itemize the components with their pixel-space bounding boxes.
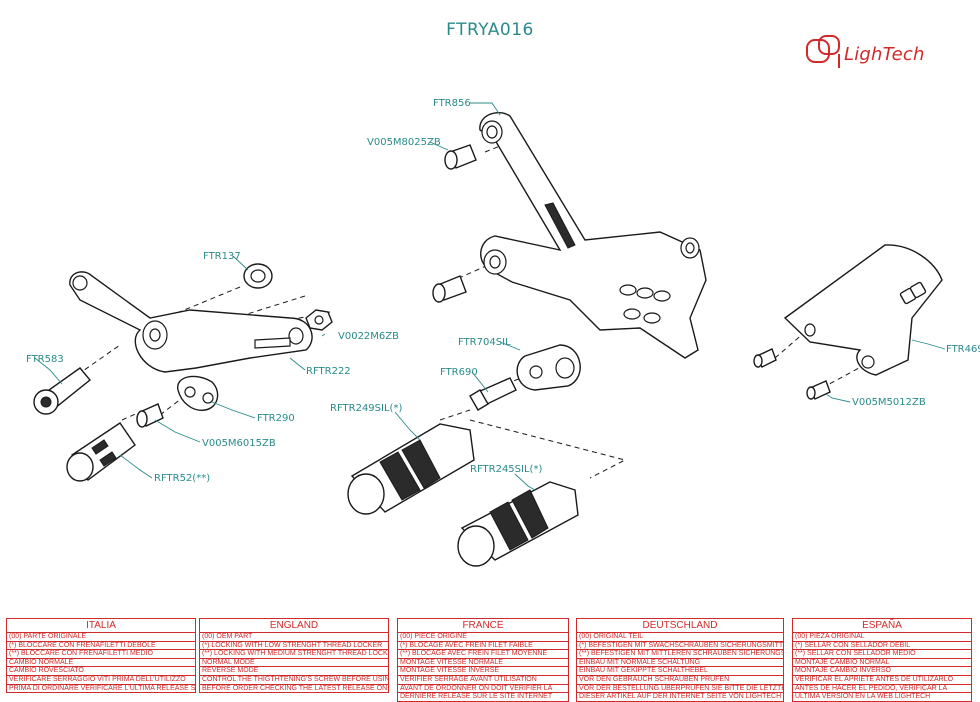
exploded-view: FTR856 V005M8025ZB FTR137 V0022M6ZB FTR5… <box>26 98 980 567</box>
rftr52-footpeg <box>66 422 136 482</box>
label-ftr469: FTR469 <box>946 344 980 355</box>
label-v005m8025zb: V005M8025ZB <box>367 137 441 148</box>
legend-row: CONTROL THE THIGTHTENING'S SCREW BEFORE … <box>199 675 389 685</box>
rftr222-lever <box>69 271 313 373</box>
legend-row: (*) BEFESTIGEN MIT SWACHSCHRAUBEN SICHER… <box>576 641 784 651</box>
v005m5012zb-screw-lower <box>806 380 831 400</box>
legend-row: REVERSE MODE <box>199 667 389 676</box>
label-v005m5012zb: V005M5012ZB <box>852 397 926 408</box>
label-rftr245sil: RFTR245SIL(*) <box>470 464 542 475</box>
legend-row: CAMBIO NORMALE <box>6 658 196 668</box>
label-v0022m6zb: V0022M6ZB <box>338 331 399 342</box>
legend-row: MONTAJE CAMBIO NORMAL <box>792 658 972 668</box>
legend-row: MONTAJE CAMBIO INVERSO <box>792 667 972 676</box>
legend-row: (**) BLOCAGE AVEC FREIN FILET MOYENNE <box>397 650 569 659</box>
legend-row: EINBAU MIT NORMALE SCHALTUNG <box>576 658 784 668</box>
legend-row: ULTIMA VERSION EN LA WEB LIGHTECH <box>792 693 972 702</box>
legend-row: VERIFIER SERRAGE AVANT UTILISATION <box>397 675 569 685</box>
legend-row: VERIFICAR EL APRIETE ANTES DE UTILIZARLO <box>792 675 972 685</box>
legend-heading: FRANCE <box>397 618 569 633</box>
label-ftr856: FTR856 <box>433 98 471 109</box>
legend-row: (00) ORIGINAL TEIL <box>576 633 784 642</box>
label-rftr222: RFTR222 <box>306 366 351 377</box>
label-rftr249sil: RFTR249SIL(*) <box>330 403 402 414</box>
legend-heading: ITALIA <box>6 618 196 633</box>
legend-row: DERNIERE RELEASE SUR LE SITE INTERNET <box>397 693 569 702</box>
legend-deutschland: DEUTSCHLAND (00) ORIGINAL TEIL (*) BEFES… <box>576 618 784 702</box>
legend-row: EINBAU MIT GEKIPPTE SCHALTHEBEL <box>576 667 784 676</box>
legend-england: ENGLAND (00) OEM PART (*) LOCKING WITH L… <box>199 618 389 694</box>
legend-row: (00) OEM PART <box>199 633 389 642</box>
ftr583-pivot-pin <box>33 367 91 415</box>
legend-italia: ITALIA (00) PARTE ORIGINALE (*) BLOCCARE… <box>6 618 196 694</box>
legend-row: (**) SELLAR CON SELLADOR MEDIO <box>792 650 972 659</box>
ftr469-heel-guard <box>783 244 943 376</box>
label-ftr290: FTR290 <box>257 413 295 424</box>
label-ftr137: FTR137 <box>203 251 241 262</box>
legend-row: (**) BLOCCARE CON FRENAFILETTI MEDIO <box>6 650 196 659</box>
legend-heading: ESPAÑA <box>792 618 972 633</box>
leader-lines <box>34 102 946 491</box>
legend-row: (**) BEFESTIGEN MIT MITTLEREN SCHRAUBEN … <box>576 650 784 659</box>
legend-row: (*) LOCKING WITH LOW STRENGHT THREAD LOC… <box>199 641 389 651</box>
legend-row: VERIFICARE SERRAGGIO VITI PRIMA DELL'UTI… <box>6 675 196 685</box>
assembly-axes <box>69 139 871 479</box>
v005m6015zb-screw <box>136 403 164 428</box>
label-ftr704sil: FTR704SIL <box>458 337 511 348</box>
v005m8025zb-screw-upper <box>444 144 477 170</box>
legend-row: DIESER ARTIKEL AUF DER INTERNET SEITE VO… <box>576 693 784 702</box>
legend-heading: ENGLAND <box>199 618 389 633</box>
v0022m6zb-nut <box>305 309 333 331</box>
legend-row: (*) SELLAR CON SELLADOR DEBIL <box>792 641 972 651</box>
legend-row: NORMAL MODE <box>199 658 389 668</box>
ftr856-rearset-plate <box>479 112 707 359</box>
legend-row: VOR DEN GEBRAUCH SCHRAUBEN PRUFEN <box>576 675 784 685</box>
label-ftr583: FTR583 <box>26 354 64 365</box>
lightech-logo <box>806 35 840 68</box>
ftr704sil-link <box>516 344 581 391</box>
legend-france: FRANCE (00) PIECE ORIGINE (*) BLOCAGE AV… <box>397 618 569 702</box>
legend-row: CAMBIO ROVESCIATO <box>6 667 196 676</box>
ftr290-spacer <box>177 375 219 411</box>
legend-row: (00) PIEZA ORIGINAL <box>792 633 972 642</box>
v005m5012zb-screw-upper <box>753 348 777 368</box>
label-ftr690: FTR690 <box>440 367 478 378</box>
legend-row: MONTAGE VITESSE INVERSE <box>397 667 569 676</box>
legend-row: (00) PIECE ORIGINE <box>397 633 569 642</box>
ftr690-bolt <box>469 377 517 411</box>
drawing-title: FTRYA016 <box>446 20 534 40</box>
legend-row: (**) LOCKING WITH MEDIUM STRENGHT THREAD… <box>199 650 389 659</box>
ftr137-washer <box>243 263 273 289</box>
legend-row: MONTAGE VITESSE NORMALE <box>397 658 569 668</box>
rftr245sil-footpeg <box>457 481 579 567</box>
brand-name: LighTech <box>844 44 925 65</box>
legend-heading: DEUTSCHLAND <box>576 618 784 633</box>
legend-row: (00) PARTE ORIGINALE <box>6 633 196 642</box>
legend-row: (*) BLOCAGE AVEC FREIN FILET FAIBLE <box>397 641 569 651</box>
label-v005m6015zb: V005M6015ZB <box>202 438 276 449</box>
legend-espana: ESPAÑA (00) PIEZA ORIGINAL (*) SELLAR CO… <box>792 618 972 702</box>
label-rftr52: RFTR52(**) <box>154 473 210 484</box>
legend-row: (*) BLOCCARE CON FRENAFILETTI DEBOLE <box>6 641 196 651</box>
v005m8025zb-screw-lower <box>432 275 467 303</box>
rftr249sil-footpeg <box>347 423 475 515</box>
